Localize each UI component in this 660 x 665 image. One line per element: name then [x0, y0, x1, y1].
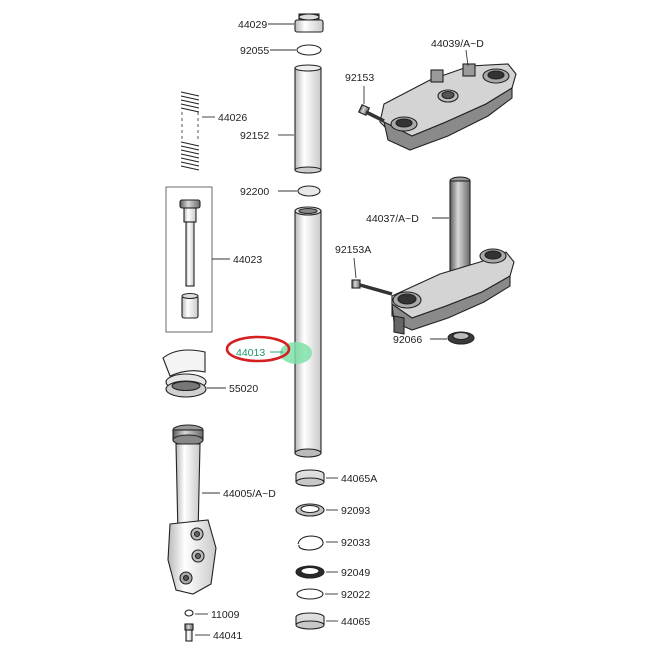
label-92022: 92022: [341, 589, 370, 601]
upper-bracket-part: [379, 63, 517, 151]
label-44026: 44026: [218, 112, 247, 124]
label-44005: 44005/A~D: [223, 488, 276, 500]
drain-washer-part: [184, 609, 194, 617]
stem-seal-part: [447, 331, 475, 345]
axle-bolt-part: [184, 623, 194, 642]
label-92066: 92066: [393, 334, 422, 346]
spring-part: [180, 91, 200, 171]
label-92055: 92055: [240, 45, 269, 57]
label-92049: 92049: [341, 567, 370, 579]
label-92153: 92153: [345, 72, 374, 84]
label-44039: 44039/A~D: [431, 38, 484, 50]
label-44065: 44065: [341, 616, 370, 628]
label-92153a: 92153A: [335, 244, 371, 256]
leader-92153a: [353, 257, 357, 279]
label-44037: 44037/A~D: [366, 213, 419, 225]
steering-stem-part: [391, 176, 515, 335]
slide-bushing-part: [295, 469, 325, 487]
cartridge-group-box: [165, 186, 213, 333]
clamp-bolt-part: [357, 103, 385, 123]
circlip-part: [297, 535, 324, 551]
oil-seal-part: [295, 503, 325, 517]
collar-tube-part: [294, 64, 322, 174]
highlight-circle: [225, 335, 291, 363]
label-44065a: 44065A: [341, 473, 377, 485]
label-44013: 44013: [236, 347, 265, 359]
highlight-marker: [280, 342, 312, 364]
label-92093: 92093: [341, 505, 370, 517]
fork-guard-part: [162, 349, 207, 398]
leader-44039: [465, 49, 469, 67]
label-55020: 55020: [229, 383, 258, 395]
label-44023: 44023: [233, 254, 262, 266]
inner-tube-part: [294, 206, 322, 458]
label-92200: 92200: [240, 186, 269, 198]
outer-tube-part: [167, 424, 217, 595]
washer-part: [297, 185, 321, 197]
label-92033: 92033: [341, 537, 370, 549]
label-44029: 44029: [238, 19, 267, 31]
label-92152: 92152: [240, 130, 269, 142]
o-ring-part: [296, 44, 322, 56]
thin-washer-part: [296, 588, 324, 600]
guide-bushing-part: [295, 612, 325, 630]
label-11009: 11009: [211, 609, 240, 621]
label-44041: 44041: [213, 630, 242, 642]
damper-rod-part: [179, 199, 201, 319]
stem-bolt-part: [351, 279, 393, 296]
cap-bolt-part: [294, 13, 324, 33]
dust-seal-part: [295, 565, 325, 579]
